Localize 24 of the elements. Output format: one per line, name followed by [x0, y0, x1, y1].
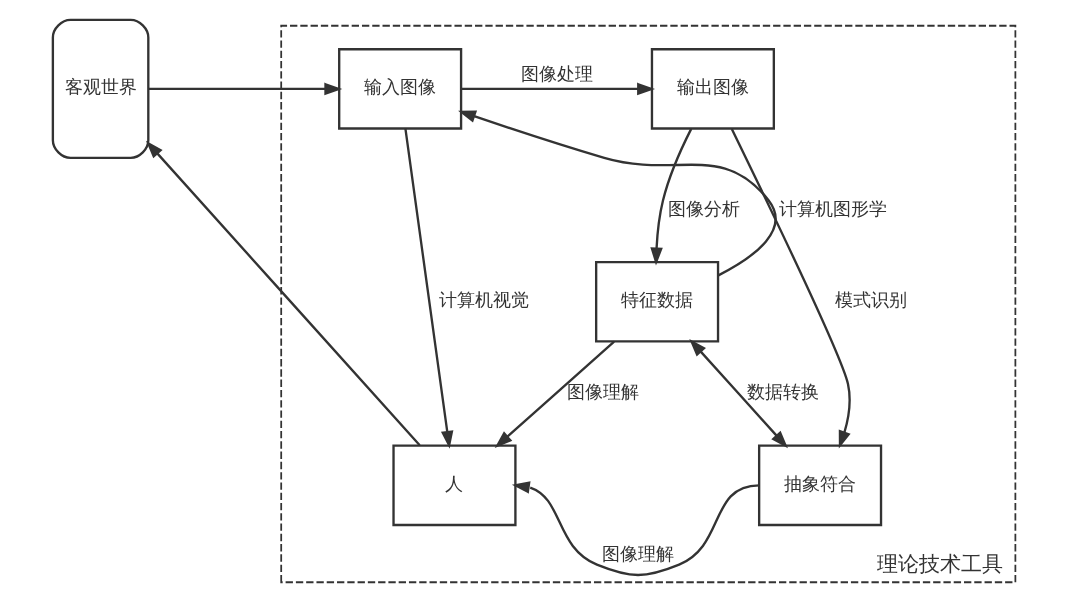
edge-label: 计算机图形学 — [779, 198, 888, 219]
arrow — [730, 128, 851, 449]
arrow — [511, 481, 760, 577]
edge-label: 图像分析 — [668, 198, 741, 219]
arrow — [404, 128, 454, 449]
arrow — [650, 128, 693, 266]
edge-label: 图像理解 — [566, 382, 639, 403]
arrow — [461, 82, 656, 96]
edge-label: 数据转换 — [747, 382, 820, 403]
arrow — [494, 340, 615, 448]
arrow — [145, 140, 421, 446]
edge-label: 计算机视觉 — [438, 290, 529, 311]
node-box: 人 — [392, 444, 517, 527]
edge-label: 图像理解 — [602, 543, 675, 564]
arrow — [689, 338, 788, 449]
node-box: 输入图像 — [338, 48, 463, 130]
node-box: 抽象符合 — [757, 444, 883, 527]
edge-label: 图像处理 — [520, 63, 593, 84]
node-box: 输出图像 — [650, 48, 775, 130]
node-box: 特征数据 — [595, 260, 720, 343]
arrow — [458, 110, 777, 277]
node-box: 客观世界 — [51, 18, 150, 160]
arrow — [148, 82, 343, 96]
edge-label: 模式识别 — [835, 290, 908, 311]
